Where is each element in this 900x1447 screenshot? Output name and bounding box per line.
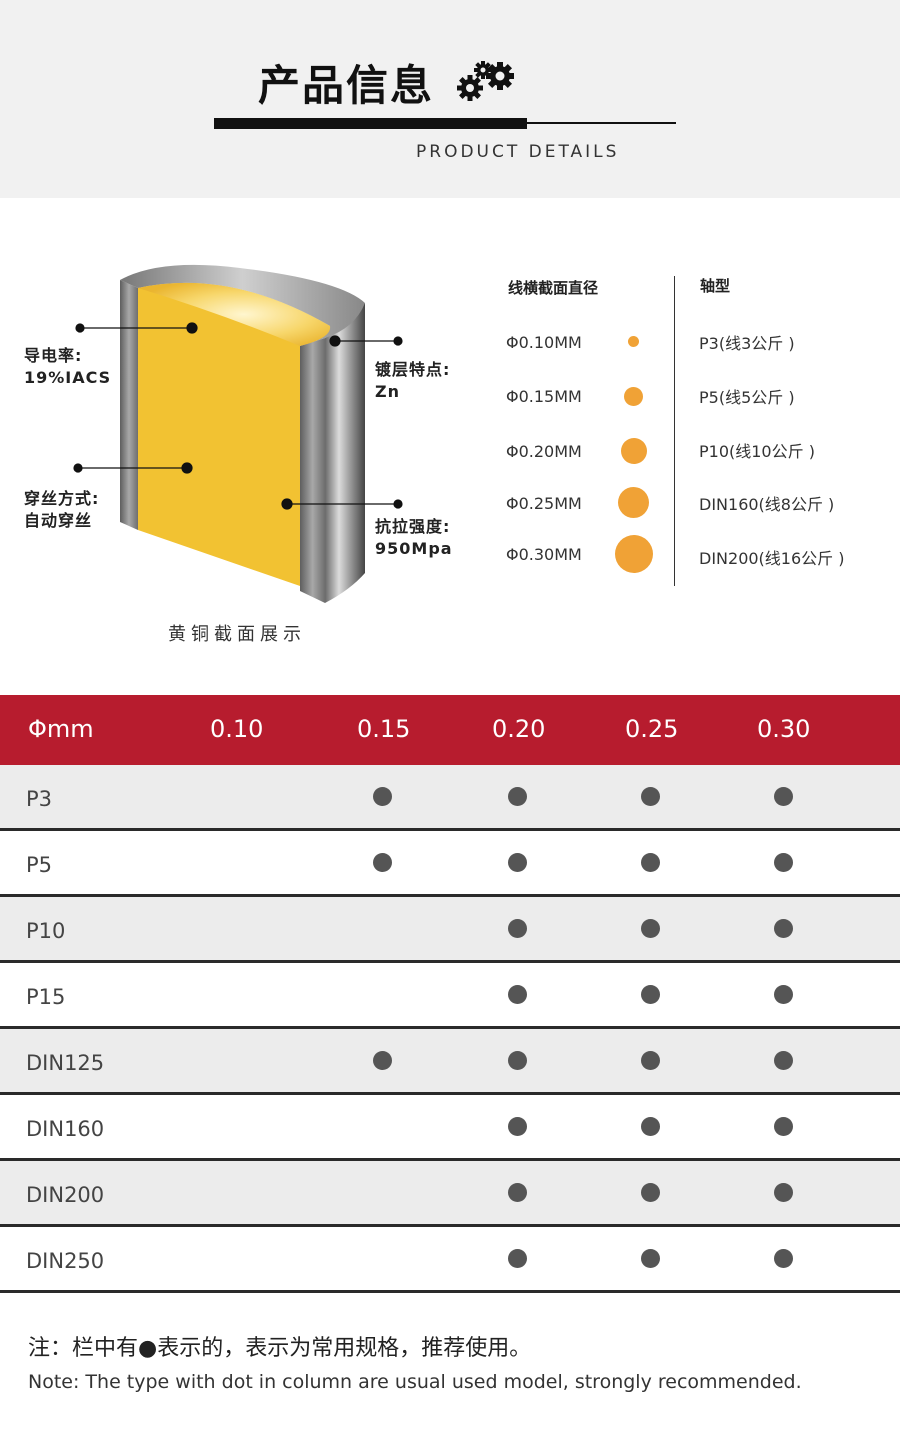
table-row: DIN125 <box>0 1029 900 1095</box>
diameter-item: Φ0.15MM <box>506 387 582 406</box>
recommended-dot <box>508 1051 527 1070</box>
recommended-dot <box>774 1249 793 1268</box>
recommended-dot <box>641 853 660 872</box>
coating-value: Zn <box>375 382 400 401</box>
diameter-size-dot <box>624 387 643 406</box>
reel-item: P3(线3公斤 ) <box>699 334 795 353</box>
recommended-dot <box>641 1183 660 1202</box>
table-row: P3 <box>0 765 900 831</box>
tensile-label: 抗拉强度: 950Mpa <box>375 516 453 560</box>
brass-wire-cross-section-illustration <box>73 264 403 603</box>
reel-item: P10(线10公斤 ) <box>699 442 815 461</box>
recommended-dot <box>774 919 793 938</box>
tensile-value: 950Mpa <box>375 539 453 558</box>
reel-header: 轴型 <box>700 277 731 295</box>
recommended-dot <box>373 787 392 806</box>
table-row: DIN250 <box>0 1227 900 1293</box>
recommended-dot <box>641 919 660 938</box>
row-name: P10 <box>26 919 66 943</box>
diameter-size-dot <box>621 438 647 464</box>
recommended-dot <box>641 787 660 806</box>
recommended-dot <box>373 1051 392 1070</box>
gears-icon <box>457 61 514 101</box>
table-row: P15 <box>0 963 900 1029</box>
diameter-item: Φ0.10MM <box>506 333 582 352</box>
recommended-dot <box>774 1183 793 1202</box>
recommended-dot <box>774 985 793 1004</box>
recommended-dot <box>641 1051 660 1070</box>
row-name: P3 <box>26 787 53 811</box>
note-english: Note: The type with dot in column are us… <box>28 1371 802 1393</box>
diameter-item: Φ0.30MM <box>506 545 582 564</box>
recommended-dot <box>508 853 527 872</box>
column-divider <box>674 276 675 586</box>
cross-section-caption: 黄铜截面展示 <box>168 624 306 645</box>
row-name: DIN160 <box>26 1117 105 1141</box>
tensile-title: 抗拉强度: <box>375 517 451 536</box>
row-name: DIN250 <box>26 1249 105 1273</box>
table-row: P10 <box>0 897 900 963</box>
diameter-item: Φ0.20MM <box>506 442 582 461</box>
recommended-dot <box>508 1117 527 1136</box>
reel-item: DIN160(线8公斤 ) <box>699 495 835 514</box>
recommended-dot <box>508 1249 527 1268</box>
diameter-size-dot <box>615 535 653 573</box>
row-name: DIN125 <box>26 1051 105 1075</box>
recommended-dot <box>508 1183 527 1202</box>
recommended-dot <box>373 853 392 872</box>
recommended-dot <box>641 985 660 1004</box>
table-header-row: Φmm 0.10 0.15 0.20 0.25 0.30 <box>0 695 900 765</box>
conductivity-value: 19%IACS <box>24 368 112 387</box>
diameter-size-dot <box>618 487 649 518</box>
table-row: DIN160 <box>0 1095 900 1161</box>
recommended-dot <box>641 1117 660 1136</box>
recommended-dot <box>774 1117 793 1136</box>
conductivity-label: 导电率: 19%IACS <box>24 345 111 389</box>
diameter-header: 线横截面直径 <box>508 279 599 297</box>
recommended-dot <box>508 919 527 938</box>
reel-item: DIN200(线16公斤 ) <box>699 549 845 568</box>
row-name: P15 <box>26 985 66 1009</box>
reel-item: P5(线5公斤 ) <box>699 388 795 407</box>
coating-label: 镀层特点: Zn <box>375 359 450 403</box>
cross-section-panel: 导电率: 19%IACS 穿丝方式: 自动穿丝 镀层特点: Zn 抗拉强度: 9… <box>0 198 900 695</box>
recommended-dot <box>774 853 793 872</box>
table-header-cell: 0.25 <box>625 715 679 743</box>
table-row: P5 <box>0 831 900 897</box>
row-name: DIN200 <box>26 1183 105 1207</box>
table-row: DIN200 <box>0 1161 900 1227</box>
page-title: 产品信息 <box>258 61 435 110</box>
title-underline-thick <box>214 118 527 129</box>
diameter-size-dot <box>628 336 639 347</box>
row-name: P5 <box>26 853 53 877</box>
conductivity-title: 导电率: <box>24 346 83 365</box>
table-header-cell: 0.10 <box>210 715 264 743</box>
title-underline-thin <box>527 122 676 124</box>
recommended-dot <box>508 787 527 806</box>
table-header-cell: Φmm <box>28 715 94 743</box>
table-header-cell: 0.20 <box>492 715 546 743</box>
recommended-dot <box>641 1249 660 1268</box>
threading-value: 自动穿丝 <box>24 511 93 530</box>
table-header-cell: 0.30 <box>757 715 811 743</box>
recommended-dot <box>774 1051 793 1070</box>
recommended-dot <box>508 985 527 1004</box>
recommended-dot <box>774 787 793 806</box>
header-banner: 产品信息 <box>0 0 900 198</box>
page-subtitle: PRODUCT DETAILS <box>416 142 620 162</box>
diameter-item: Φ0.25MM <box>506 494 582 513</box>
threading-title: 穿丝方式: <box>24 489 100 508</box>
threading-label: 穿丝方式: 自动穿丝 <box>24 488 99 532</box>
coating-title: 镀层特点: <box>375 360 451 379</box>
table-header-cell: 0.15 <box>357 715 411 743</box>
note-chinese: 注：栏中有●表示的，表示为常用规格，推荐使用。 <box>28 1336 532 1361</box>
